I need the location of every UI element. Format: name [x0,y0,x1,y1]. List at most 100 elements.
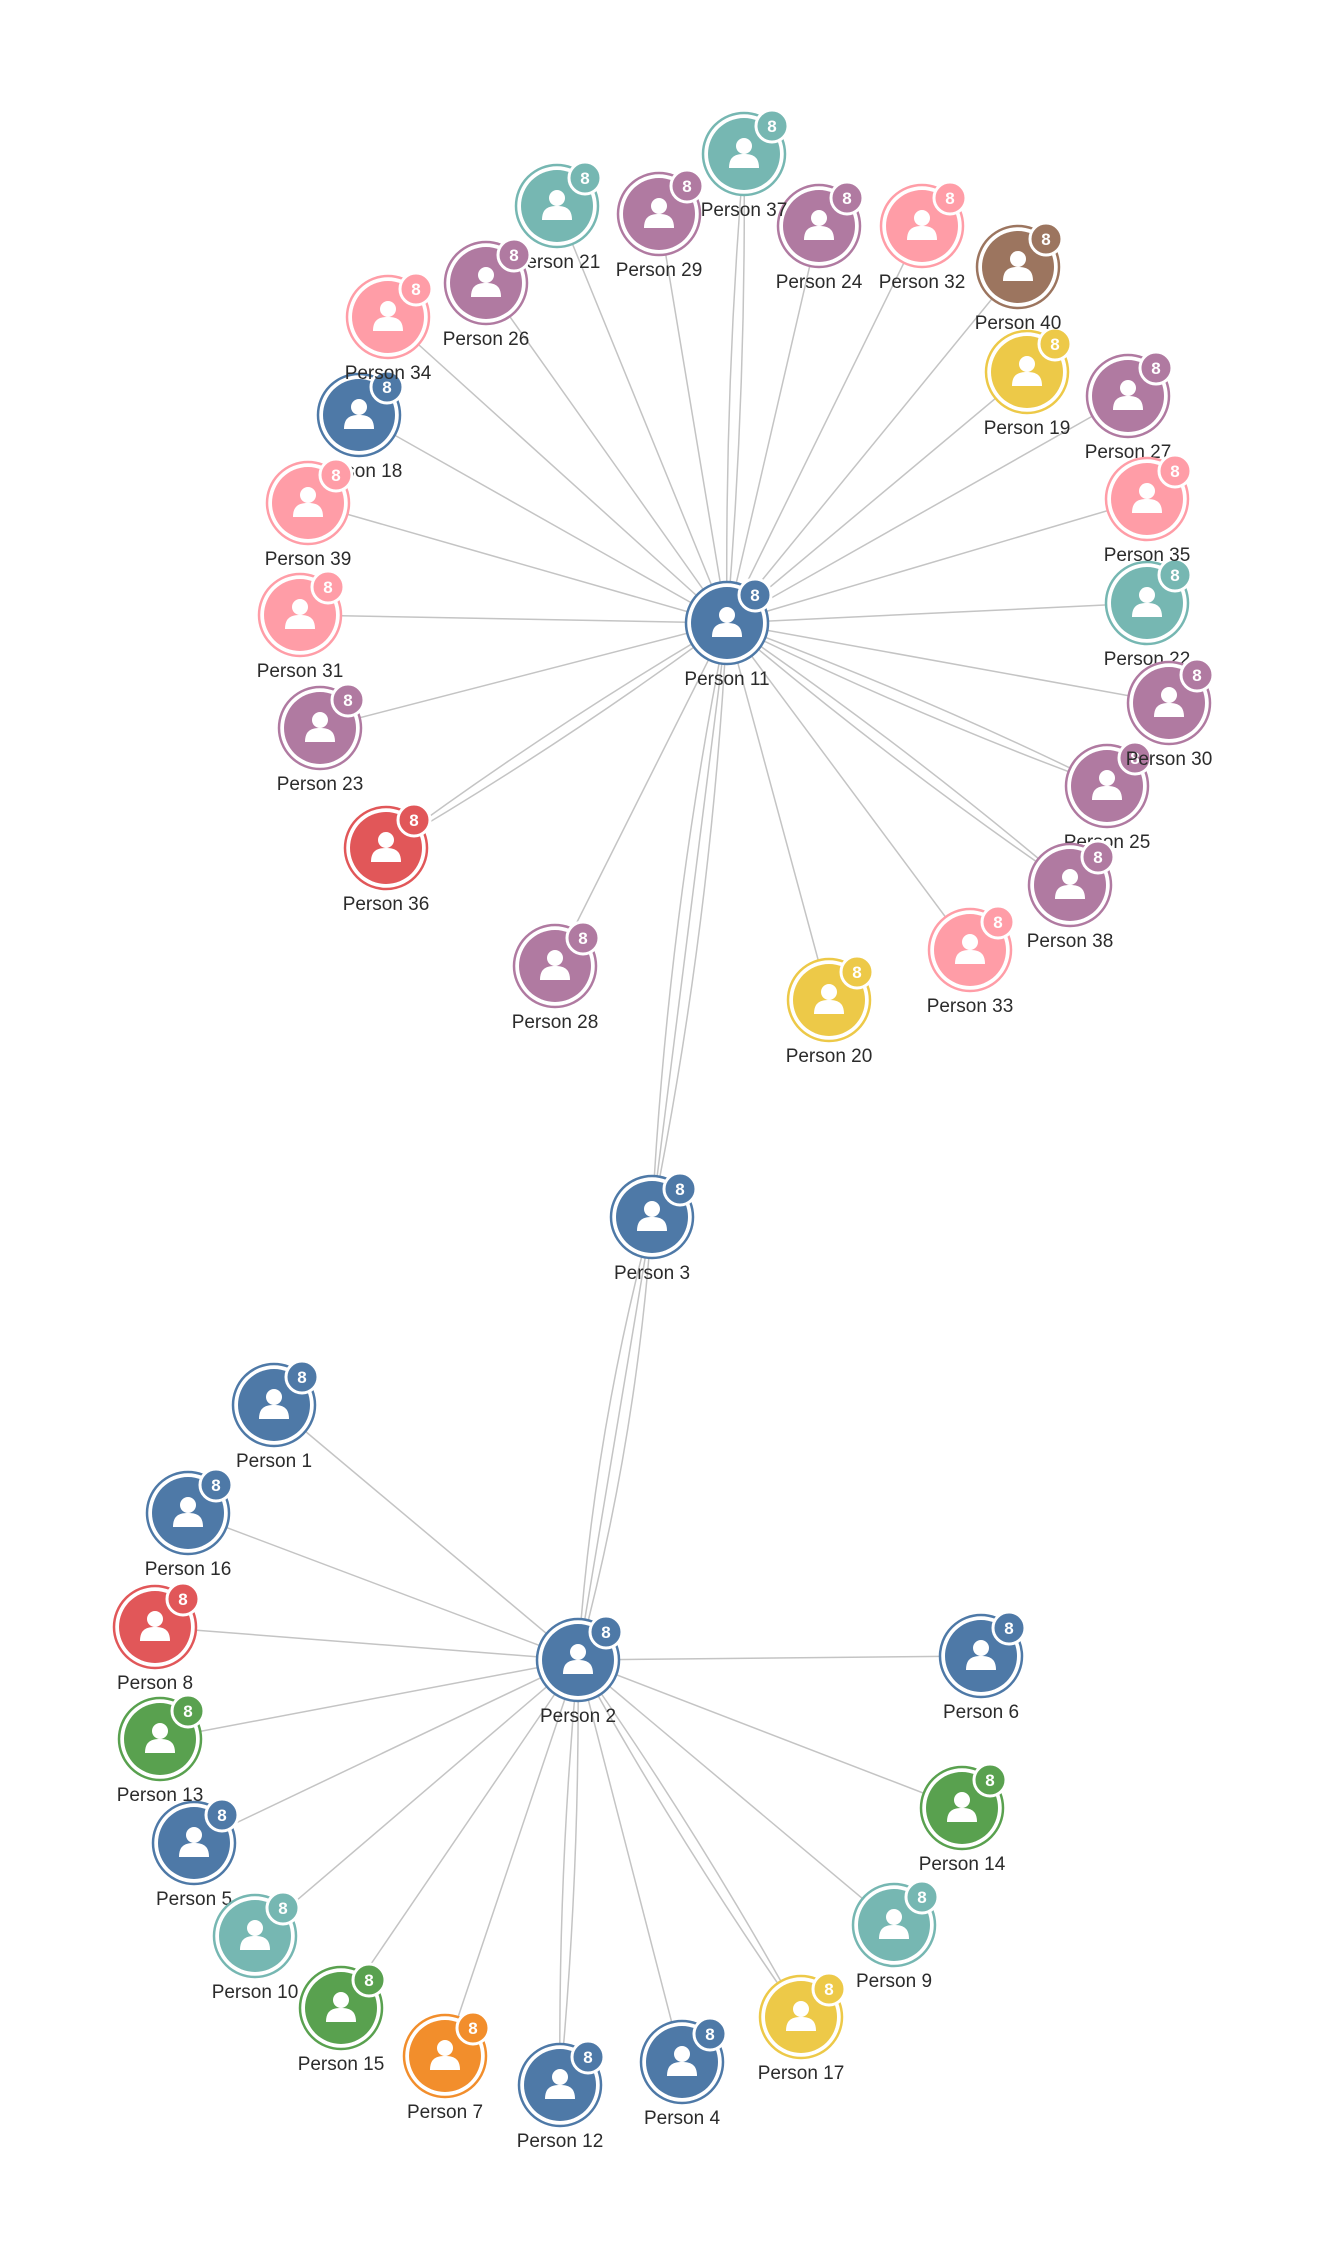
count-badge-circle [1157,557,1193,593]
edge-p11-p32 [726,225,923,624]
count-badge: 8 [754,108,790,144]
count-badge-circle [310,569,346,605]
count-badge-text: 8 [842,189,851,208]
edge-p11-p29 [658,213,728,624]
person-icon [947,1792,977,1822]
node-label: Person 9 [856,1971,932,1992]
count-badge-text: 8 [468,2019,477,2038]
edge-p2-p13 [159,1659,579,1740]
count-badge-circle [1117,740,1153,776]
count-badge: 8 [662,1171,698,1207]
count-badge: 8 [284,1359,320,1395]
edges-layer [154,153,1170,2086]
node-label: Person 3 [614,1263,690,1284]
edge-p11-p21 [556,205,728,624]
node-label: Person 17 [758,2063,845,2084]
node-label: Person 40 [975,313,1062,334]
node-label: Person 15 [298,2054,385,2075]
node-label: Person 19 [984,418,1071,439]
count-badge: 8 [496,237,532,273]
person-icon [430,2040,460,2070]
node-label: Person 34 [345,363,432,384]
count-badge: 8 [351,1962,387,1998]
edge-p11-p3 [651,622,728,1218]
edge-p2-p4 [577,1659,683,2063]
person-icon [1132,587,1162,617]
count-badge: 8 [1179,657,1215,693]
person-icon [1012,356,1042,386]
person-icon [1154,687,1184,717]
count-badge-circle [284,1359,320,1395]
count-badge-circle [737,577,773,613]
edge-p11-p36 [385,622,728,849]
person-icon [712,607,742,637]
person-icon [545,2069,575,2099]
count-badge-text: 8 [1170,462,1179,481]
count-badge: 8 [991,1610,1027,1646]
node-label: Person 16 [145,1559,232,1580]
edge-p2-p9 [577,1659,895,1926]
person-icon [326,1992,356,2022]
count-badge-text: 8 [945,189,954,208]
person-icon [879,1909,909,1939]
count-badge-circle [1179,657,1215,693]
count-badge-text: 8 [211,1476,220,1495]
person-icon [373,301,403,331]
node-label: Person 32 [879,272,966,293]
count-badge-circle [265,1890,301,1926]
count-badge-text: 8 [824,1980,833,1999]
count-badge-text: 8 [183,1702,192,1721]
count-badge-circle [754,108,790,144]
count-badge-circle [904,1879,940,1915]
count-badge: 8 [980,904,1016,940]
edge-p11-p38 [726,622,1071,886]
node-label: Person 24 [776,272,863,293]
count-badge: 8 [567,160,603,196]
edge-p2-p16 [187,1512,579,1661]
count-badge: 8 [737,577,773,613]
count-badge-circle [932,180,968,216]
